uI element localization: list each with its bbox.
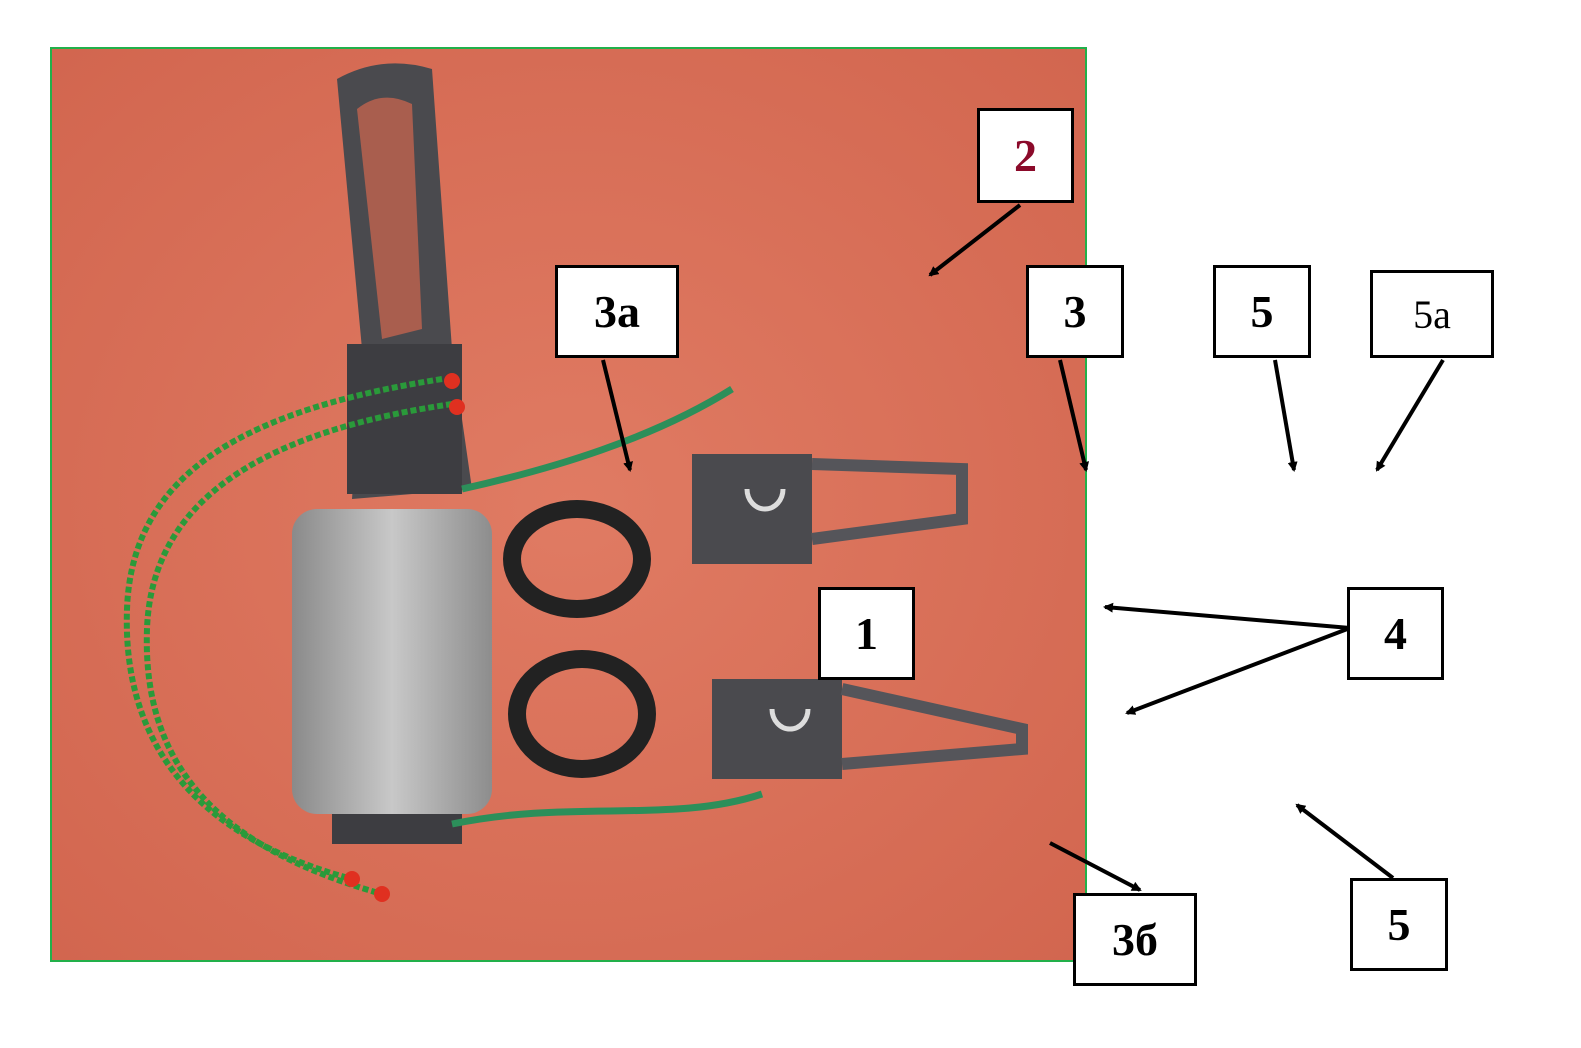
bungee-cord bbox=[143, 401, 453, 897]
label-2: 2 bbox=[977, 108, 1074, 203]
foot-strap bbox=[692, 454, 812, 564]
d-ring bbox=[744, 488, 786, 512]
foam-roller bbox=[292, 509, 492, 814]
cord-hook bbox=[444, 373, 460, 389]
d-ring bbox=[769, 708, 811, 732]
foot-strap-band bbox=[811, 458, 968, 545]
arrow-5-bottom bbox=[1295, 803, 1395, 880]
equipment-photo bbox=[50, 47, 1087, 962]
arrow-3a bbox=[601, 359, 633, 472]
label-5a: 5а bbox=[1370, 270, 1494, 358]
resistance-tube-3a bbox=[461, 386, 734, 493]
ankle-cuff bbox=[503, 500, 651, 618]
arrow-4-lower bbox=[1125, 626, 1351, 715]
cord-hook bbox=[449, 399, 465, 415]
label-1: 1 bbox=[818, 587, 915, 680]
label-5-top: 5 bbox=[1213, 265, 1311, 358]
foot-strap bbox=[712, 679, 842, 779]
arrow-5-top bbox=[1273, 359, 1298, 472]
arrow-4-upper bbox=[1103, 602, 1351, 630]
cord-hook bbox=[374, 886, 390, 902]
label-3a: 3а bbox=[555, 265, 679, 358]
label-5-bottom: 5 bbox=[1350, 878, 1448, 971]
foot-strap-band bbox=[840, 683, 1028, 770]
label-3: 3 bbox=[1026, 265, 1124, 358]
photo-illustration bbox=[52, 49, 1085, 960]
label-4: 4 bbox=[1347, 587, 1444, 680]
label-3b: 3б bbox=[1073, 893, 1197, 986]
arrow-5a bbox=[1375, 358, 1445, 472]
cord-hook bbox=[344, 871, 360, 887]
strap-loop-gap bbox=[357, 97, 422, 339]
arrow-3 bbox=[1058, 359, 1090, 472]
arrow-3b bbox=[1049, 841, 1142, 892]
resistance-tube-3b bbox=[451, 790, 764, 828]
ankle-cuff bbox=[508, 650, 656, 778]
arrow-2 bbox=[928, 203, 1022, 277]
